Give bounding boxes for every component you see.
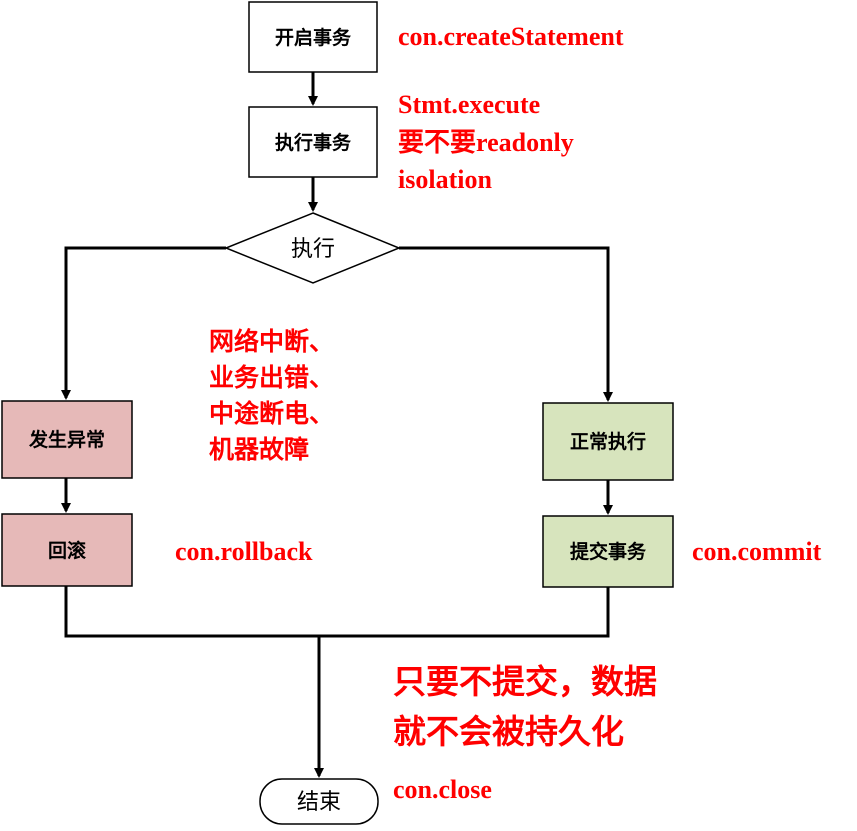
annotation-persistence-line-1: 只要不提交，数据 <box>393 662 657 701</box>
line-rollback-to-merge <box>64 586 319 638</box>
annotation-execute-line-1: Stmt.execute <box>398 90 540 119</box>
node-exception: 发生异常 <box>1 400 133 479</box>
annotation-execute-line-2: 要不要readonly <box>398 128 574 157</box>
connectors <box>61 72 613 778</box>
node-commit: 提交事务 <box>542 515 674 588</box>
annotation-create-statement: con.createStatement <box>398 22 624 51</box>
annotation-failure-causes: 网络中断、 业务出错、 中途断电、 机器故障 <box>209 327 334 464</box>
node-normal-execution: 正常执行 <box>542 402 674 481</box>
annotation-persistence-note: 只要不提交，数据 就不会被持久化 <box>393 662 657 751</box>
node-exception-label: 发生异常 <box>28 428 105 451</box>
node-decision-execute: 执行 <box>223 212 401 284</box>
node-commit-label: 提交事务 <box>570 540 647 563</box>
annotation-close: con.close <box>393 775 492 804</box>
node-rollback: 回滚 <box>1 513 133 587</box>
node-execute-transaction: 执行事务 <box>248 106 378 178</box>
node-start-transaction-label: 开启事务 <box>275 26 352 49</box>
annotation-execute: Stmt.execute 要不要readonly isolation <box>398 90 574 194</box>
node-end: 结束 <box>259 778 379 825</box>
node-normal-execution-label: 正常执行 <box>570 430 646 453</box>
node-decision-label: 执行 <box>291 237 335 262</box>
annotation-execute-line-3: isolation <box>398 165 492 194</box>
annotation-cause-line-1: 网络中断、 <box>209 327 334 356</box>
annotation-cause-line-3: 中途断电、 <box>209 399 334 428</box>
node-execute-transaction-label: 执行事务 <box>275 131 352 154</box>
annotation-cause-line-4: 机器故障 <box>209 435 309 464</box>
node-end-label: 结束 <box>297 790 341 815</box>
annotation-persistence-line-2: 就不会被持久化 <box>393 712 624 751</box>
annotation-cause-line-2: 业务出错、 <box>209 363 334 392</box>
annotation-rollback: con.rollback <box>175 537 313 566</box>
node-start-transaction: 开启事务 <box>248 1 378 73</box>
arrow-decision-to-normal <box>399 246 613 402</box>
annotation-commit: con.commit <box>692 537 822 566</box>
node-rollback-label: 回滚 <box>48 539 87 562</box>
line-commit-to-merge <box>319 587 610 638</box>
arrow-decision-to-exception <box>61 246 226 400</box>
